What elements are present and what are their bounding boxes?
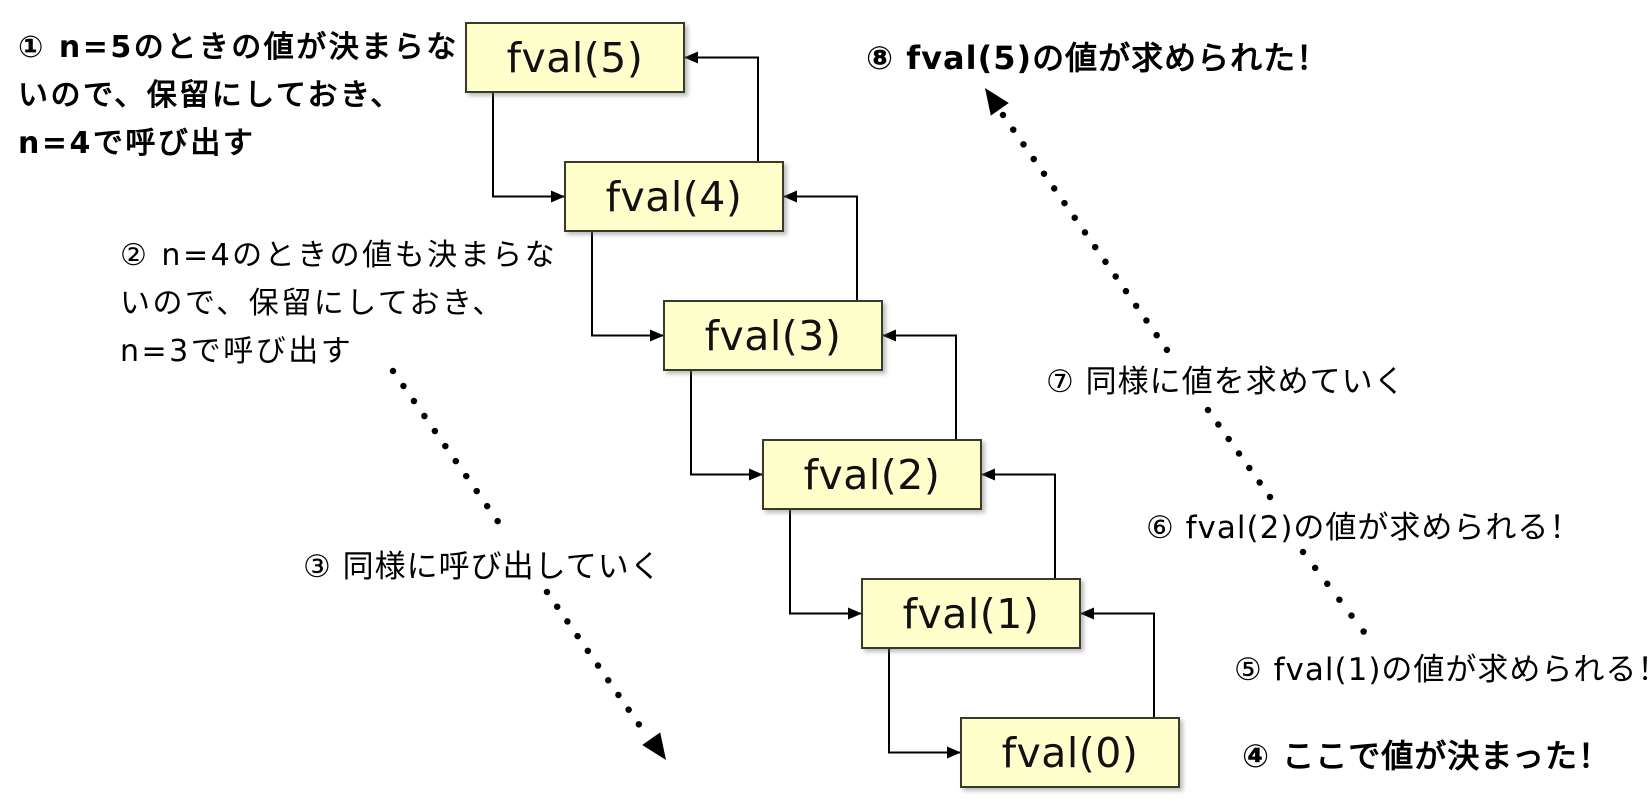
dotted-return-arrowhead bbox=[985, 88, 1009, 116]
node-fval-3: fval(3) bbox=[663, 300, 883, 371]
annotation-step2: ② n=4のときの値も決まらな いので、保留にしておき、 n=3で呼び出す bbox=[120, 232, 557, 376]
annotation-step1-line3: n=4で呼び出す bbox=[18, 126, 256, 161]
node-fval-1-label: fval(1) bbox=[902, 589, 1040, 638]
dotted-call-segment-2 bbox=[543, 588, 653, 743]
return-arrow-3-to-4 bbox=[783, 190, 858, 300]
return-arrow-1-to-2 bbox=[981, 468, 1056, 578]
node-fval-2: fval(2) bbox=[762, 439, 982, 510]
node-fval-4-label: fval(4) bbox=[605, 172, 743, 221]
annotation-step5: ⑤ fval(1)の値が求められる！ bbox=[1234, 652, 1649, 688]
node-fval-5-label: fval(5) bbox=[506, 33, 644, 82]
annotation-step2-line2: いので、保留にしておき、 bbox=[120, 286, 505, 321]
dotted-return-arrow bbox=[999, 111, 1368, 636]
call-arrow-5-to-4 bbox=[492, 93, 565, 203]
annotation-step2-line1: ② n=4のときの値も決まらな bbox=[120, 238, 558, 273]
annotation-step3: ③ 同様に呼び出していく bbox=[303, 549, 662, 585]
return-arrows bbox=[684, 51, 1155, 717]
dotted-call-arrowhead bbox=[642, 732, 666, 760]
return-arrow-4-to-5 bbox=[684, 51, 759, 161]
call-arrow-1-to-0 bbox=[888, 649, 961, 759]
annotation-step1: ① n=5のときの値が決まらな いので、保留にしておき、 n=4で呼び出す bbox=[18, 24, 459, 168]
dotted-return-segment-3 bbox=[1299, 548, 1368, 636]
node-fval-3-label: fval(3) bbox=[704, 311, 842, 360]
call-arrows bbox=[492, 93, 961, 759]
call-arrow-4-to-3 bbox=[591, 232, 664, 342]
annotation-step8: ⑧ fval(5)の値が求められた！ bbox=[866, 39, 1330, 77]
node-fval-2-label: fval(2) bbox=[803, 450, 941, 499]
annotation-step7: ⑦ 同様に値を求めていく bbox=[1046, 364, 1406, 400]
annotation-step1-line1: ① n=5のときの値が決まらな bbox=[18, 30, 459, 65]
annotation-step2-line3: n=3で呼び出す bbox=[120, 334, 354, 369]
return-arrow-0-to-1 bbox=[1080, 607, 1155, 717]
dotted-call-arrow bbox=[389, 367, 653, 743]
annotation-step6: ⑥ fval(2)の値が求められる！ bbox=[1146, 510, 1582, 546]
call-arrow-3-to-2 bbox=[690, 371, 763, 481]
node-fval-0: fval(0) bbox=[960, 717, 1180, 788]
dotted-call-segment-1 bbox=[389, 367, 512, 540]
annotation-step4: ④ ここで値が決まった！ bbox=[1242, 737, 1611, 775]
call-arrow-2-to-1 bbox=[789, 510, 862, 620]
node-fval-1: fval(1) bbox=[861, 578, 1081, 649]
dotted-return-segment-1 bbox=[999, 111, 1171, 354]
node-fval-5: fval(5) bbox=[465, 22, 685, 93]
dotted-return-segment-2 bbox=[1204, 406, 1274, 501]
annotation-step1-line2: いので、保留にしておき、 bbox=[18, 78, 403, 113]
node-fval-0-label: fval(0) bbox=[1001, 728, 1139, 777]
node-fval-4: fval(4) bbox=[564, 161, 784, 232]
return-arrow-2-to-3 bbox=[882, 329, 957, 439]
